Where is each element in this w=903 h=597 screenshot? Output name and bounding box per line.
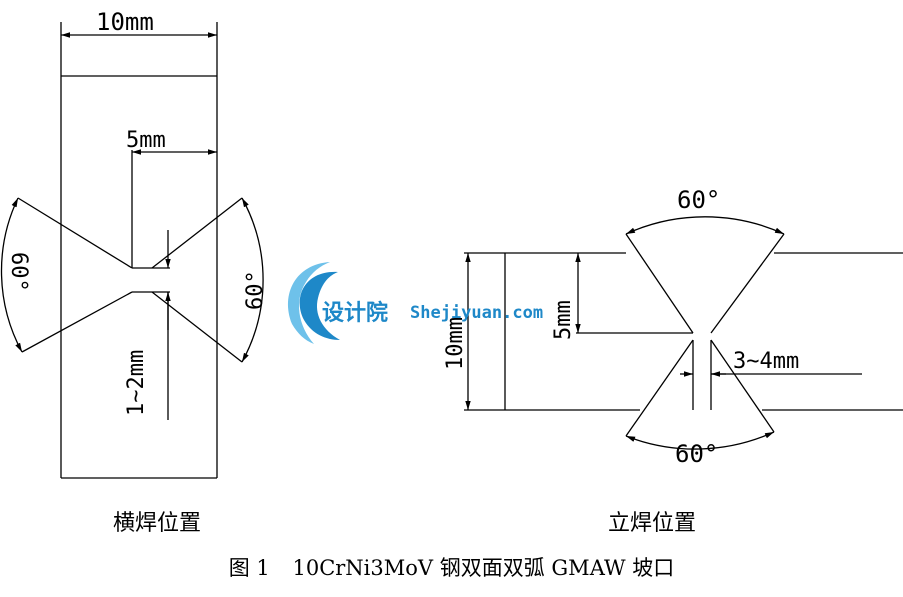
- horizontal-weld-labels: 10mm 5mm 1~2mm 60° 60°: [6, 8, 268, 416]
- left-angle-label: 60°: [6, 252, 31, 292]
- thickness-label: 10mm: [443, 317, 468, 370]
- lower-v-left: [625, 339, 694, 437]
- left-angle-arc: [0, 197, 23, 353]
- lower-angle-arc: [625, 431, 775, 450]
- figure-caption: 图 1 10CrNi3MoV 钢双面双弧 GMAW 坡口: [0, 552, 903, 582]
- vertical-weld-caption: 立焊位置: [608, 511, 697, 536]
- horizontal-weld-caption: 横焊位置: [113, 511, 202, 536]
- upper-angle-arc: [625, 216, 785, 235]
- watermark-en-text: Shejiyuan.com: [410, 303, 543, 323]
- upper-v-right: [710, 233, 785, 334]
- right-angle-label: 60°: [243, 270, 268, 310]
- right-angle-arc: [241, 197, 264, 363]
- figure-title: 10CrNi3MoV 钢双面双弧 GMAW 坡口: [292, 556, 675, 580]
- watermark-logo-swirl: [299, 271, 340, 340]
- watermark: 设计院 Shejiyuan.com: [288, 262, 543, 344]
- width-dim-label: 10mm: [96, 8, 154, 36]
- gap-label-v: 3~4mm: [733, 349, 799, 374]
- top-angle-label: 60°: [677, 186, 720, 214]
- watermark-logo-swirl-light: [288, 262, 330, 344]
- watermark-cn-text: 设计院: [322, 300, 388, 326]
- upper-v-left: [625, 233, 694, 334]
- depth-label-v: 5mm: [551, 300, 576, 340]
- right-bevel-upper: [151, 197, 243, 269]
- figure-number: 图 1: [228, 556, 270, 580]
- depth-dim-label: 5mm: [126, 128, 166, 153]
- vertical-weld-labels: 60° 60° 10mm 5mm 3~4mm: [443, 186, 799, 468]
- vertical-weld-drawing: [464, 216, 903, 450]
- gap-dim-label: 1~2mm: [124, 350, 149, 416]
- bottom-angle-label: 60°: [675, 440, 718, 468]
- horizontal-weld-drawing: [0, 22, 264, 479]
- left-bevel-lower: [21, 291, 133, 353]
- lower-v-right: [710, 339, 775, 433]
- right-bevel-lower: [151, 291, 243, 363]
- left-bevel-upper: [17, 197, 133, 269]
